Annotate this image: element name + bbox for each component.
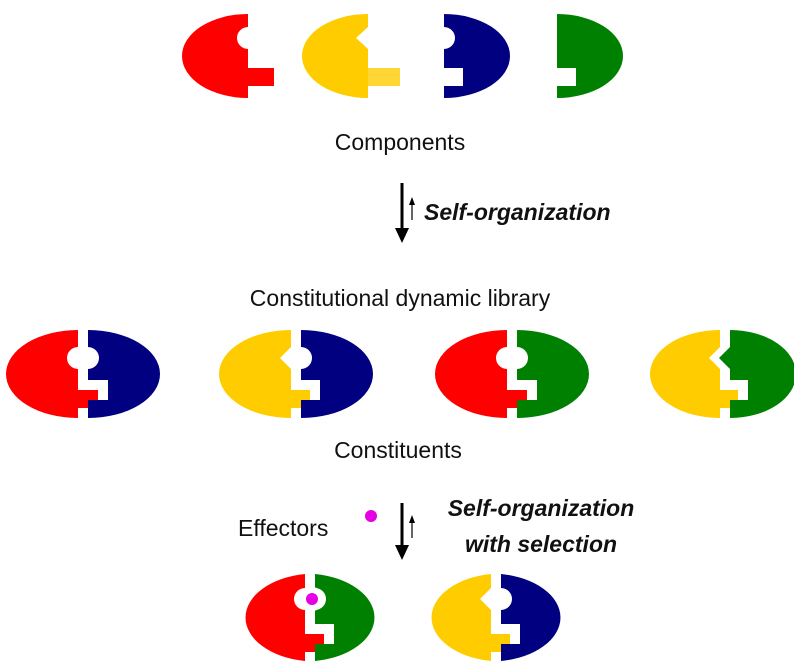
green-component	[557, 14, 623, 98]
library-label: Constitutional dynamic library	[250, 285, 551, 311]
yellow-green-constituent	[650, 330, 794, 418]
yellow-component	[302, 14, 400, 98]
constituents-label: Constituents	[334, 437, 462, 463]
yellow-navy-constituent	[219, 330, 373, 418]
bound-effector-dot	[306, 593, 318, 605]
effectors-label: Effectors	[238, 515, 328, 541]
selection-label-line2: with selection	[465, 531, 617, 557]
navy-component	[444, 14, 510, 98]
library-row	[6, 330, 794, 418]
self-organization-arrow	[395, 183, 415, 243]
effector-dot	[365, 510, 377, 522]
components-label: Components	[335, 129, 465, 155]
selection-label-line1: Self-organization	[448, 495, 635, 521]
red-navy-constituent	[6, 330, 160, 418]
red-green-constituent	[435, 330, 589, 418]
red-component	[182, 14, 274, 98]
selected-yellow-navy	[431, 574, 561, 661]
selected-row	[245, 574, 561, 661]
selected-red-green-with-effector	[245, 574, 375, 661]
components-row	[182, 14, 623, 98]
self-organization-label: Self-organization	[424, 199, 611, 225]
selection-arrow	[395, 503, 415, 560]
